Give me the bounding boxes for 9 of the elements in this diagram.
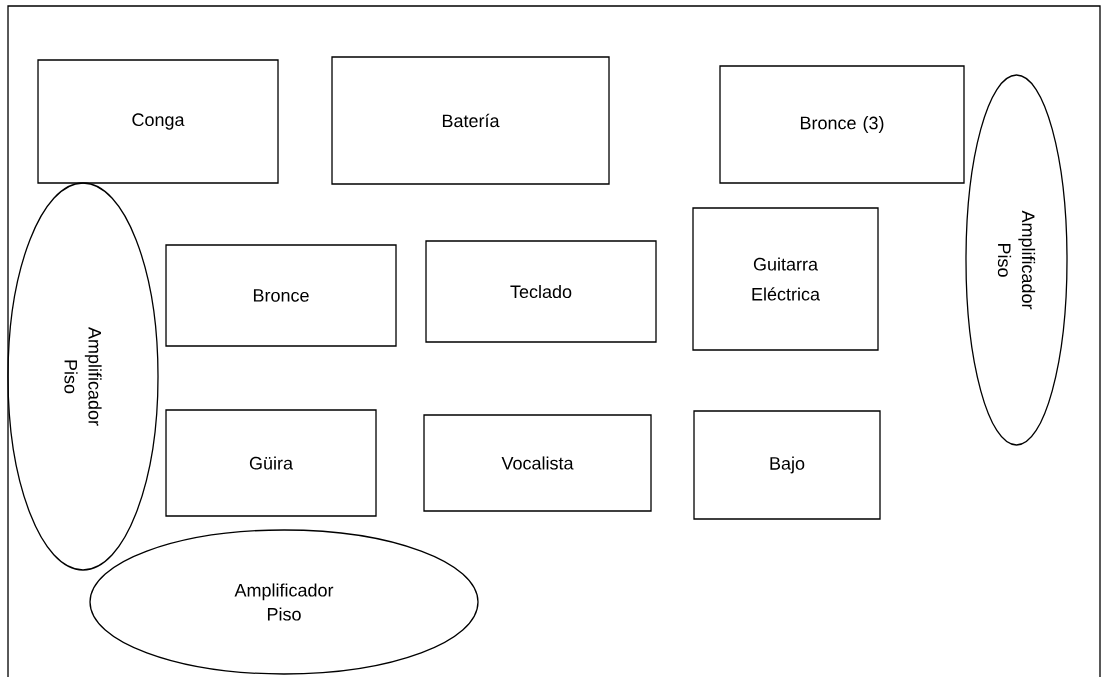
instrument-box: Güira xyxy=(165,409,377,517)
instrument-box: Vocalista xyxy=(423,414,652,512)
instrument-box: Guitarra Eléctrica xyxy=(692,207,879,351)
instrument-box: Bajo xyxy=(693,410,881,520)
instrument-box: Bronce (3) xyxy=(719,65,965,184)
instrument-box: Conga xyxy=(37,59,279,184)
instrument-box: Bronce xyxy=(165,244,397,347)
instrument-box: Teclado xyxy=(425,240,657,343)
instrument-box: Batería xyxy=(331,56,610,185)
